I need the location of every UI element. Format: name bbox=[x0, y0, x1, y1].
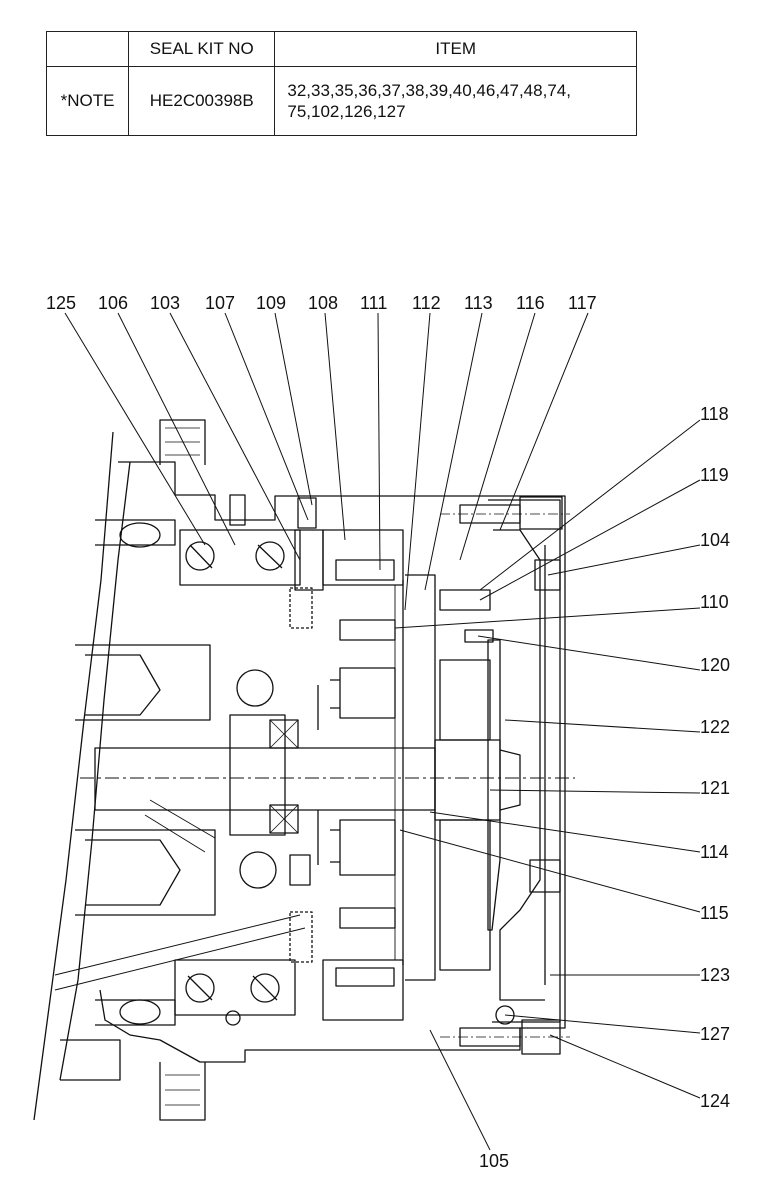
label-127: 127 bbox=[700, 1024, 730, 1044]
label-112: 112 bbox=[412, 293, 441, 313]
label-109: 109 bbox=[256, 293, 286, 313]
plug-104 bbox=[534, 559, 561, 591]
bearing-upper bbox=[179, 529, 301, 586]
bolt-110 bbox=[339, 619, 396, 641]
second-stage-gear-lower bbox=[439, 819, 491, 971]
label-105: 105 bbox=[479, 1151, 509, 1171]
main-housing-outline bbox=[99, 461, 566, 1063]
label-104: 104 bbox=[700, 530, 730, 550]
label-117: 117 bbox=[568, 293, 597, 313]
label-121: 121 bbox=[700, 778, 730, 798]
label-120: 120 bbox=[700, 655, 730, 675]
ring-gear-block-lower bbox=[322, 959, 404, 1021]
label-111: 111 bbox=[360, 293, 387, 313]
label-119: 119 bbox=[700, 465, 729, 485]
plug-109 bbox=[297, 497, 317, 529]
part-labels-top: 125 106 103 107 109 108 111 112 113 116 … bbox=[46, 293, 597, 313]
planet-gear-lower bbox=[339, 819, 396, 876]
leader-line-105 bbox=[429, 1029, 491, 1151]
o-ring-127 bbox=[495, 1005, 515, 1025]
label-118: 118 bbox=[700, 404, 729, 424]
label-122: 122 bbox=[700, 717, 730, 737]
label-115: 115 bbox=[700, 903, 729, 923]
label-106: 106 bbox=[98, 293, 128, 313]
label-125: 125 bbox=[46, 293, 76, 313]
shaft-end bbox=[434, 739, 501, 821]
break-line-inner bbox=[59, 461, 131, 1081]
end-cover bbox=[488, 499, 561, 1023]
label-116: 116 bbox=[516, 293, 545, 313]
item-list-line-2: 75,102,126,127 bbox=[287, 102, 406, 121]
label-107: 107 bbox=[205, 293, 235, 313]
bearing-ball-2 bbox=[255, 541, 285, 571]
second-stage-gear-upper bbox=[439, 659, 491, 741]
label-103: 103 bbox=[150, 293, 180, 313]
note-cell: *NOTE bbox=[45, 66, 130, 136]
item-list-line-1: 32,33,35,36,37,38,39,40,46,47,48,74, bbox=[287, 81, 571, 100]
leader-lines-top bbox=[64, 312, 589, 611]
seal-kit-table: SEAL KIT NO ITEM *NOTE HE2C00398B 32,33,… bbox=[45, 31, 637, 136]
label-113: 113 bbox=[464, 293, 493, 313]
plug-lower bbox=[529, 859, 561, 893]
label-123: 123 bbox=[700, 965, 730, 985]
leader-lines-right bbox=[394, 419, 701, 1099]
item-list-cell: 32,33,35,36,37,38,39,40,46,47,48,74, 75,… bbox=[274, 66, 637, 136]
break-line-left bbox=[33, 431, 114, 1121]
output-shaft bbox=[94, 747, 436, 811]
pin-120 bbox=[464, 629, 494, 643]
cylinder-block bbox=[229, 714, 286, 836]
ring-gear-block-upper bbox=[322, 529, 404, 586]
seal-kit-number: HE2C00398B bbox=[128, 66, 276, 136]
label-110: 110 bbox=[700, 592, 729, 612]
label-124: 124 bbox=[700, 1091, 730, 1111]
label-114: 114 bbox=[700, 842, 729, 862]
planet-gear-upper bbox=[339, 667, 396, 719]
label-108: 108 bbox=[308, 293, 338, 313]
part-labels-right: 118 119 104 110 120 122 121 114 115 123 … bbox=[700, 404, 730, 1111]
bearing-lower bbox=[174, 959, 296, 1016]
bearing-ball-1 bbox=[185, 541, 215, 571]
table-row: *NOTE HE2C00398B 32,33,35,36,37,38,39,40… bbox=[45, 66, 637, 136]
spacer-plate bbox=[487, 639, 501, 931]
